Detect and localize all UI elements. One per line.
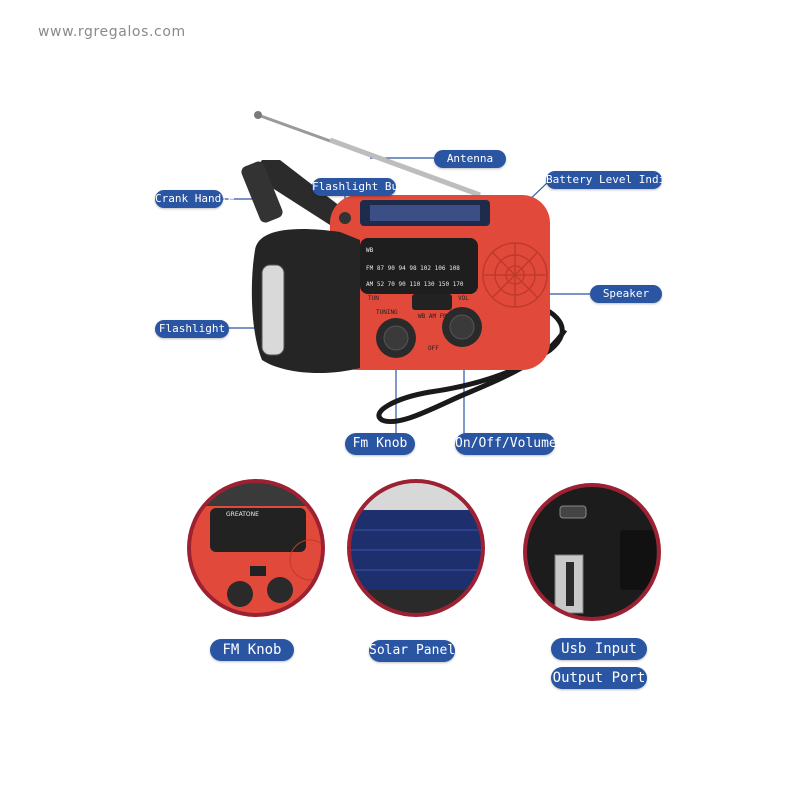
- label-crank-handle: Crank Handle: [155, 190, 234, 208]
- dial-am-row: AM 52 70 90 110 130 150 170: [366, 281, 464, 288]
- detail-circle-usb: [523, 483, 661, 621]
- wrist-strap: [376, 297, 568, 424]
- label-antenna: Antenna: [434, 150, 506, 168]
- label-speaker: Speaker: [590, 285, 662, 303]
- flashlight-head: [251, 229, 360, 374]
- label-on-off-volume: On/Off/Volume: [455, 433, 557, 455]
- radio-body: [330, 195, 550, 370]
- detail-label-fm-knob: FM Knob: [210, 639, 294, 661]
- dial-fm-row: FM 87 90 94 98 102 106 108: [366, 265, 460, 272]
- detail-brand: GREATONE: [226, 511, 259, 518]
- watermark: www.rgregalos.com: [38, 24, 186, 40]
- detail-circle-solar: [347, 479, 485, 617]
- crank-handle-icon: [241, 160, 345, 225]
- dial-wb-row: WB: [366, 247, 374, 254]
- antenna-icon: [254, 111, 481, 198]
- detail-label-solar-panels: Solar Panels: [369, 640, 463, 662]
- detail-label-output-port: Output Port: [551, 667, 647, 689]
- detail-circle-radio: GREATONE: [187, 479, 325, 617]
- label-flashlight-button: Flashlight Button: [312, 178, 425, 196]
- label-flashlight: Flashlight: [155, 320, 229, 338]
- dial-tuning-label: TUNING: [376, 309, 398, 316]
- label-battery-level-indicator: Battery Level Indicator: [546, 171, 698, 189]
- speaker-grille-icon: [482, 242, 548, 308]
- detail-label-usb-input: Usb Input: [551, 638, 647, 660]
- dial-tun-label: TUN: [368, 295, 379, 302]
- dial-band-label: WB AM FM: [418, 313, 447, 320]
- dial-off-label: OFF: [428, 345, 439, 352]
- dial-vol-label: VOL: [458, 295, 469, 302]
- label-fm-knob: Fm Knob: [345, 433, 415, 455]
